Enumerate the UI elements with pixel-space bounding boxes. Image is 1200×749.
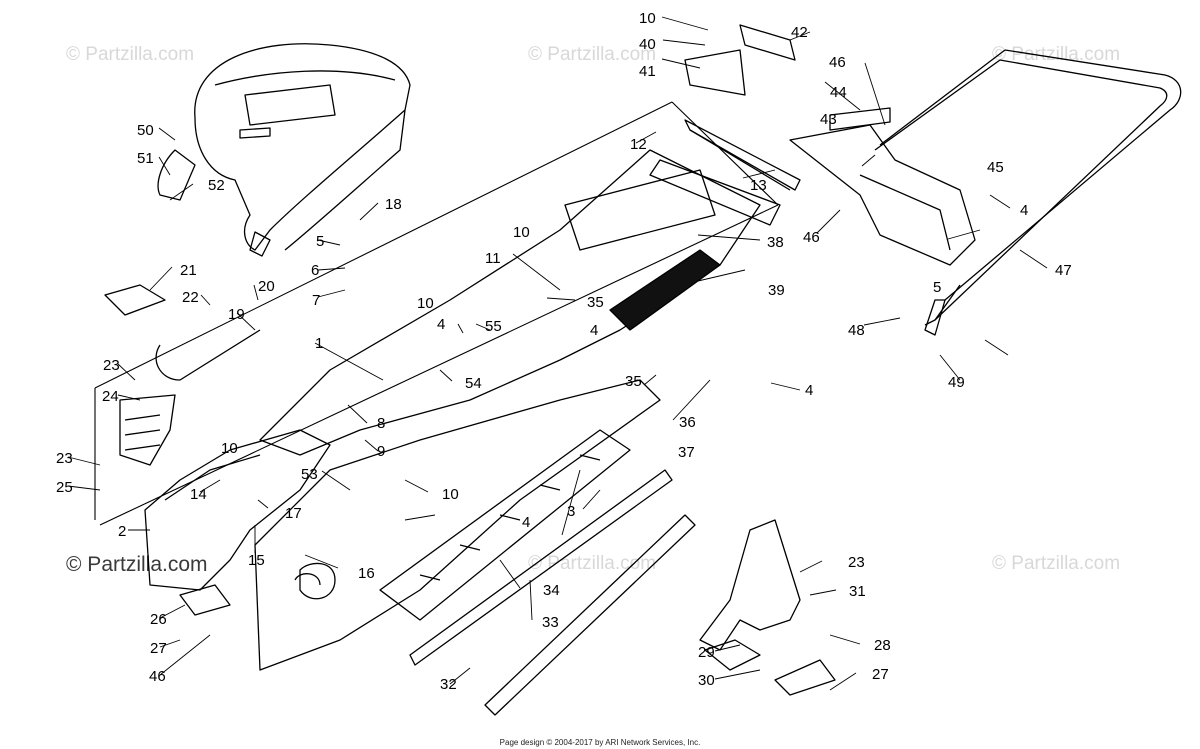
callout-27: 27 [150, 640, 167, 657]
callout-33: 33 [542, 614, 559, 631]
running-board-part [379, 429, 631, 621]
callout-36: 36 [679, 414, 696, 431]
callout-50: 50 [137, 122, 154, 139]
callout-15: 15 [248, 552, 265, 569]
page-footer: Page design © 2004-2017 by ARI Network S… [499, 738, 701, 747]
callout-3: 3 [567, 503, 575, 520]
callout-8: 8 [377, 415, 385, 432]
rear-rail-part [684, 119, 801, 191]
callout-46: 46 [803, 229, 820, 246]
watermark-top-center: © Partzilla.com [528, 44, 657, 65]
callout-27: 27 [872, 666, 889, 683]
callout-24: 24 [102, 388, 119, 405]
callout-1: 1 [315, 335, 323, 352]
callout-54: 54 [465, 375, 482, 392]
callout-49: 49 [948, 374, 965, 391]
callout-28: 28 [874, 637, 891, 654]
rear-bumper-part [874, 49, 1182, 336]
callout-31: 31 [849, 583, 866, 600]
callout-4: 4 [437, 316, 445, 333]
callout-22: 22 [182, 289, 199, 306]
callout-11: 11 [485, 250, 501, 267]
callout-43: 43 [820, 111, 837, 128]
toe-clip-part [104, 284, 261, 466]
watermark-mid-left: © Partzilla.com [66, 553, 208, 576]
callout-10: 10 [221, 440, 238, 457]
callout-46: 46 [149, 668, 166, 685]
snow-flap-part [789, 107, 976, 266]
lower-side-panel-part [254, 379, 661, 671]
callout-6: 6 [311, 262, 319, 279]
right-step-part [699, 519, 836, 696]
callout-51: 51 [137, 150, 154, 167]
callout-38: 38 [767, 234, 784, 251]
callout-35: 35 [625, 373, 642, 390]
callout-48: 48 [848, 322, 865, 339]
tunnel-part [259, 149, 781, 456]
tunnel-tubes-part [409, 469, 696, 716]
callout-10: 10 [639, 10, 656, 27]
watermark-mid-center: © Partzilla.com [528, 553, 657, 574]
callout-5: 5 [316, 233, 324, 250]
callout-17: 17 [285, 505, 302, 522]
callout-14: 14 [190, 486, 207, 503]
callout-23: 23 [848, 554, 865, 571]
callout-47: 47 [1055, 262, 1072, 279]
callout-20: 20 [258, 278, 275, 295]
callout-42: 42 [791, 24, 808, 41]
callout-32: 32 [440, 676, 457, 693]
callout-39: 39 [768, 282, 785, 299]
callout-19: 19 [228, 306, 245, 323]
callout-44: 44 [830, 84, 847, 101]
callout-10: 10 [417, 295, 434, 312]
callout-9: 9 [377, 443, 385, 460]
callout-25: 25 [56, 479, 73, 496]
callout-40: 40 [639, 36, 656, 53]
callout-26: 26 [150, 611, 167, 628]
callout-52: 52 [208, 177, 225, 194]
callout-46: 46 [829, 54, 846, 71]
callout-34: 34 [543, 582, 560, 599]
callout-13: 13 [750, 177, 767, 194]
callout-10: 10 [513, 224, 530, 241]
callout-18: 18 [385, 196, 402, 213]
callout-16: 16 [358, 565, 375, 582]
callout-7: 7 [312, 292, 320, 309]
callout-2: 2 [118, 523, 126, 540]
callout-29: 29 [698, 644, 715, 661]
watermark-top-right: © Partzilla.com [992, 44, 1121, 65]
left-footwell-part [144, 429, 331, 616]
callout-4: 4 [590, 322, 598, 339]
callout-10: 10 [442, 486, 459, 503]
callout-30: 30 [698, 672, 715, 689]
callout-23: 23 [56, 450, 73, 467]
callout-35: 35 [587, 294, 604, 311]
callout-4: 4 [805, 382, 813, 399]
callout-21: 21 [180, 262, 197, 279]
callout-45: 45 [987, 159, 1004, 176]
watermark-mid-right: © Partzilla.com [992, 553, 1121, 574]
seat-part [157, 43, 411, 257]
callout-23: 23 [103, 357, 120, 374]
rear-bracket-part [684, 24, 796, 96]
tunnel-outline [94, 101, 779, 526]
callout-4: 4 [522, 514, 530, 531]
callout-4: 4 [1020, 202, 1028, 219]
callout-37: 37 [678, 444, 695, 461]
leader-lines [67, 16, 1048, 691]
callout-12: 12 [630, 136, 647, 153]
callout-55: 55 [485, 318, 502, 335]
callout-41: 41 [639, 63, 656, 80]
watermark-top-left: © Partzilla.com [66, 44, 195, 65]
callout-5: 5 [933, 279, 941, 296]
callout-53: 53 [301, 466, 318, 483]
